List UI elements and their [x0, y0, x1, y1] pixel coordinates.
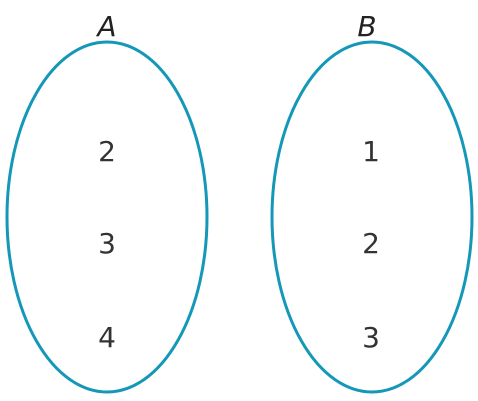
set-b: B 1 2 3: [270, 10, 474, 394]
set-b-label: B: [357, 10, 376, 43]
set-a-label: A: [95, 10, 116, 43]
set-b-ellipse: [270, 40, 474, 394]
set-a-element-3: 4: [98, 321, 116, 354]
set-a-element-2: 3: [98, 227, 116, 260]
set-b-element-3: 3: [362, 321, 380, 354]
set-a: A 2 3 4: [5, 10, 209, 394]
set-b-element-1: 1: [362, 135, 380, 168]
set-a-ellipse: [5, 40, 209, 394]
set-a-element-1: 2: [98, 135, 116, 168]
set-b-element-2: 2: [362, 227, 380, 260]
